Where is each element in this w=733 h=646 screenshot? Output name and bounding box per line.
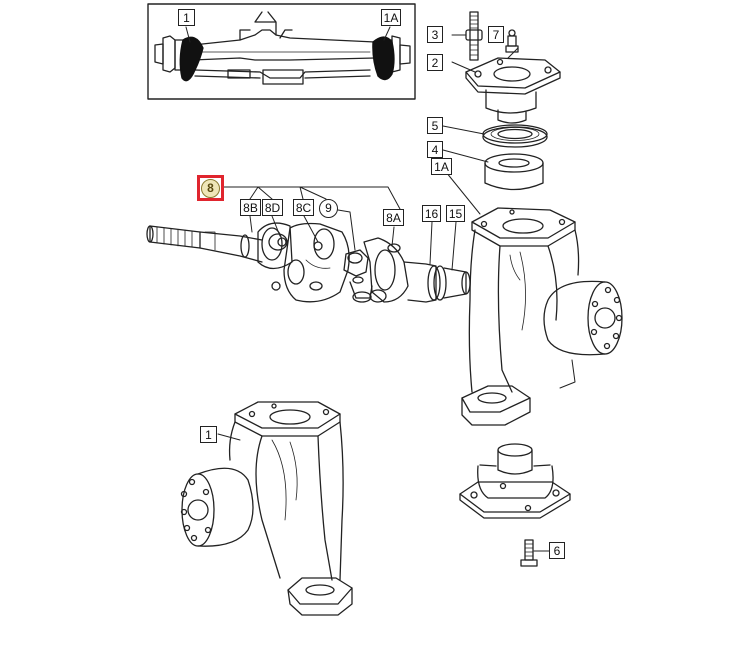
label-inset-1a: 1A [381, 9, 401, 26]
label-part-5: 5 [427, 117, 443, 134]
label-part-8a: 8A [383, 209, 404, 226]
label-part-8b: 8B [240, 199, 261, 216]
top-cap-part-2 [451, 57, 561, 124]
drive-shaft-assembly-part-8 [146, 186, 471, 303]
label-part-7: 7 [488, 26, 504, 43]
label-part-1a: 1A [431, 158, 452, 175]
swivel-housing-part-1a [445, 171, 623, 426]
bearing-part-4 [442, 149, 544, 191]
axle-overview-inset [147, 3, 416, 100]
label-part-8d: 8D [262, 199, 283, 216]
grease-nipple-part-7 [505, 29, 519, 59]
bolt-part-6 [520, 539, 552, 567]
highlighted-part-8-box[interactable]: 8 [197, 175, 224, 201]
seal-part-5 [442, 124, 548, 148]
stud-part-3 [451, 11, 483, 61]
label-part-3: 3 [427, 26, 443, 43]
label-part-4: 4 [427, 141, 443, 158]
label-part-6: 6 [549, 542, 565, 559]
label-part-2: 2 [427, 54, 443, 71]
label-inset-1: 1 [178, 9, 195, 26]
label-part-8[interactable]: 8 [201, 179, 220, 198]
label-part-8c: 8C [293, 199, 314, 216]
label-part-9: 9 [319, 199, 338, 218]
label-part-15: 15 [446, 205, 465, 222]
swivel-housing-part-1 [180, 401, 353, 616]
label-part-16: 16 [422, 205, 441, 222]
bottom-cap-assembly [459, 443, 571, 519]
label-part-1: 1 [200, 426, 217, 443]
